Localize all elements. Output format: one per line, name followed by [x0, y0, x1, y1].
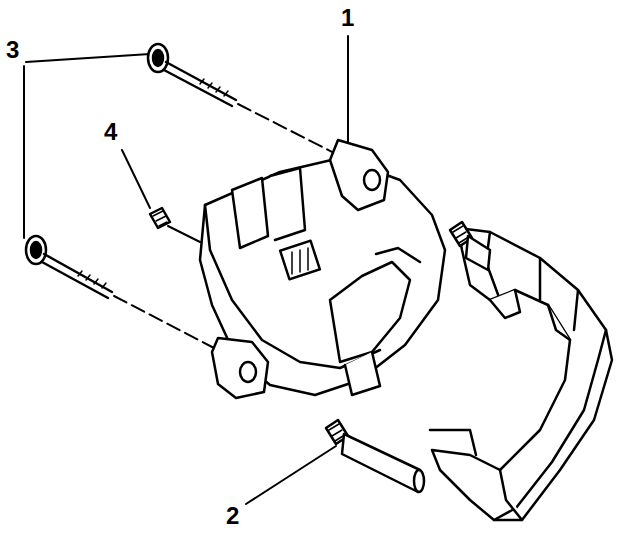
callout-number: 4	[104, 120, 117, 144]
callout-number: 2	[226, 504, 239, 528]
caliper-bracket	[430, 228, 612, 520]
slide-pin	[326, 222, 490, 492]
callout-number: 3	[6, 38, 19, 62]
callout-number: 1	[341, 6, 354, 30]
lower-bolt	[26, 236, 112, 298]
bleeder-valve	[150, 208, 200, 242]
caliper-housing	[200, 140, 445, 398]
bolt-path	[114, 296, 214, 348]
leader-lines	[24, 36, 348, 504]
upper-bolt	[148, 44, 236, 106]
bolt-path	[238, 104, 340, 156]
